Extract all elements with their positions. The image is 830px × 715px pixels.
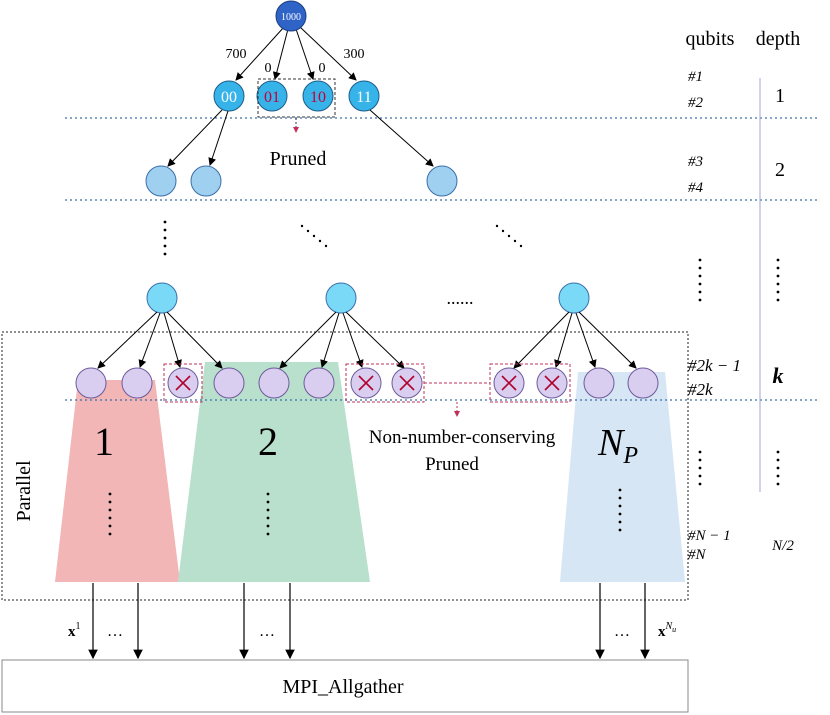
rowN-qubit-a: #N − 1: [688, 528, 731, 544]
pruned-box: [257, 78, 336, 118]
edge-label-00: 700: [226, 47, 247, 62]
level1-node-10: [302, 80, 334, 112]
parallel-box: [1, 331, 689, 601]
row1-depth: 1: [775, 85, 785, 107]
edge-label-01: 0: [265, 61, 272, 76]
level2-node: [426, 165, 458, 197]
levelk-node: [558, 282, 590, 314]
output-dots-2: …: [259, 623, 275, 640]
row2-depth: 2: [775, 159, 785, 181]
level1-node-11: [348, 80, 380, 112]
level1-label-01: 01: [264, 89, 280, 106]
edge-label-10: 0: [319, 61, 326, 76]
output-dots-3: …: [614, 623, 630, 640]
leaf-node: [627, 367, 659, 399]
output-x1: x1: [68, 621, 81, 640]
row2-qubit-a: #3: [688, 154, 703, 170]
nnc-label-line1: Non-number-conserving: [369, 427, 556, 448]
mid-ellipsis: ......: [447, 288, 474, 308]
partition-2-label: 2: [258, 419, 278, 464]
rowN-qubit-b: #N: [688, 547, 707, 563]
mpi-allgather-label: MPI_Allgather: [282, 676, 403, 698]
levelk-node: [325, 282, 357, 314]
output-arrows: [88, 583, 650, 660]
rowk-qubit-a: #2k − 1: [688, 356, 741, 375]
level1-node-00: [213, 80, 245, 112]
partition-1-shape: [55, 380, 180, 582]
leaf-node: [213, 367, 245, 399]
partition-np-shape: [560, 372, 685, 582]
leaf-node: [75, 367, 107, 399]
partition-dots: [108, 488, 622, 536]
qubits-vdots-1: [698, 258, 780, 302]
qubits-header: qubits: [686, 28, 735, 50]
output-xN: xNu: [658, 621, 676, 640]
row1-qubit-a: #1: [688, 69, 703, 85]
diagonal-dots-middle: [300, 224, 328, 248]
rowk-qubit-b: #2k: [688, 380, 713, 399]
level1-label-11: 11: [356, 89, 371, 106]
row2-qubit-b: #4: [688, 180, 704, 196]
rowk-depth: k: [773, 363, 784, 388]
level2-node: [145, 165, 177, 197]
row1-qubit-b: #2: [688, 95, 704, 111]
pruned-label: Pruned: [270, 148, 327, 170]
root-edges: [235, 26, 357, 81]
leaf-node: [121, 367, 153, 399]
edge-label-11: 300: [344, 47, 365, 62]
root-node: [275, 0, 307, 32]
leaf-node: [303, 367, 335, 399]
parallel-label: Parallel: [13, 460, 35, 522]
pruned-leaf-box: [163, 363, 203, 403]
mpi-allgather-box: [1, 659, 689, 713]
root-label: 1000: [281, 12, 301, 23]
partition-np-label: NP: [597, 422, 638, 469]
level1-label-00: 00: [221, 89, 237, 106]
levelk-node: [146, 282, 178, 314]
leaf-node: [258, 367, 290, 399]
leaf-edges: [97, 311, 637, 369]
level1-label-10: 10: [310, 89, 326, 106]
qubits-vdots-2: [698, 450, 780, 486]
vertical-dots-left: [163, 220, 167, 256]
level1-node-01: [256, 80, 288, 112]
diagonal-dots-right: [495, 224, 523, 248]
level2-node: [190, 165, 222, 197]
output-dots-1: …: [107, 623, 123, 640]
leaf-node: [583, 367, 615, 399]
level2-edges: [167, 109, 434, 167]
pruned-x-marks: [175, 375, 560, 391]
partition-2-shape: [178, 362, 370, 582]
depth-header: depth: [756, 28, 800, 50]
rowN-depth: N/2: [771, 538, 794, 554]
partition-1-label: 1: [94, 419, 114, 464]
nnc-label-line2: Pruned: [425, 454, 479, 475]
